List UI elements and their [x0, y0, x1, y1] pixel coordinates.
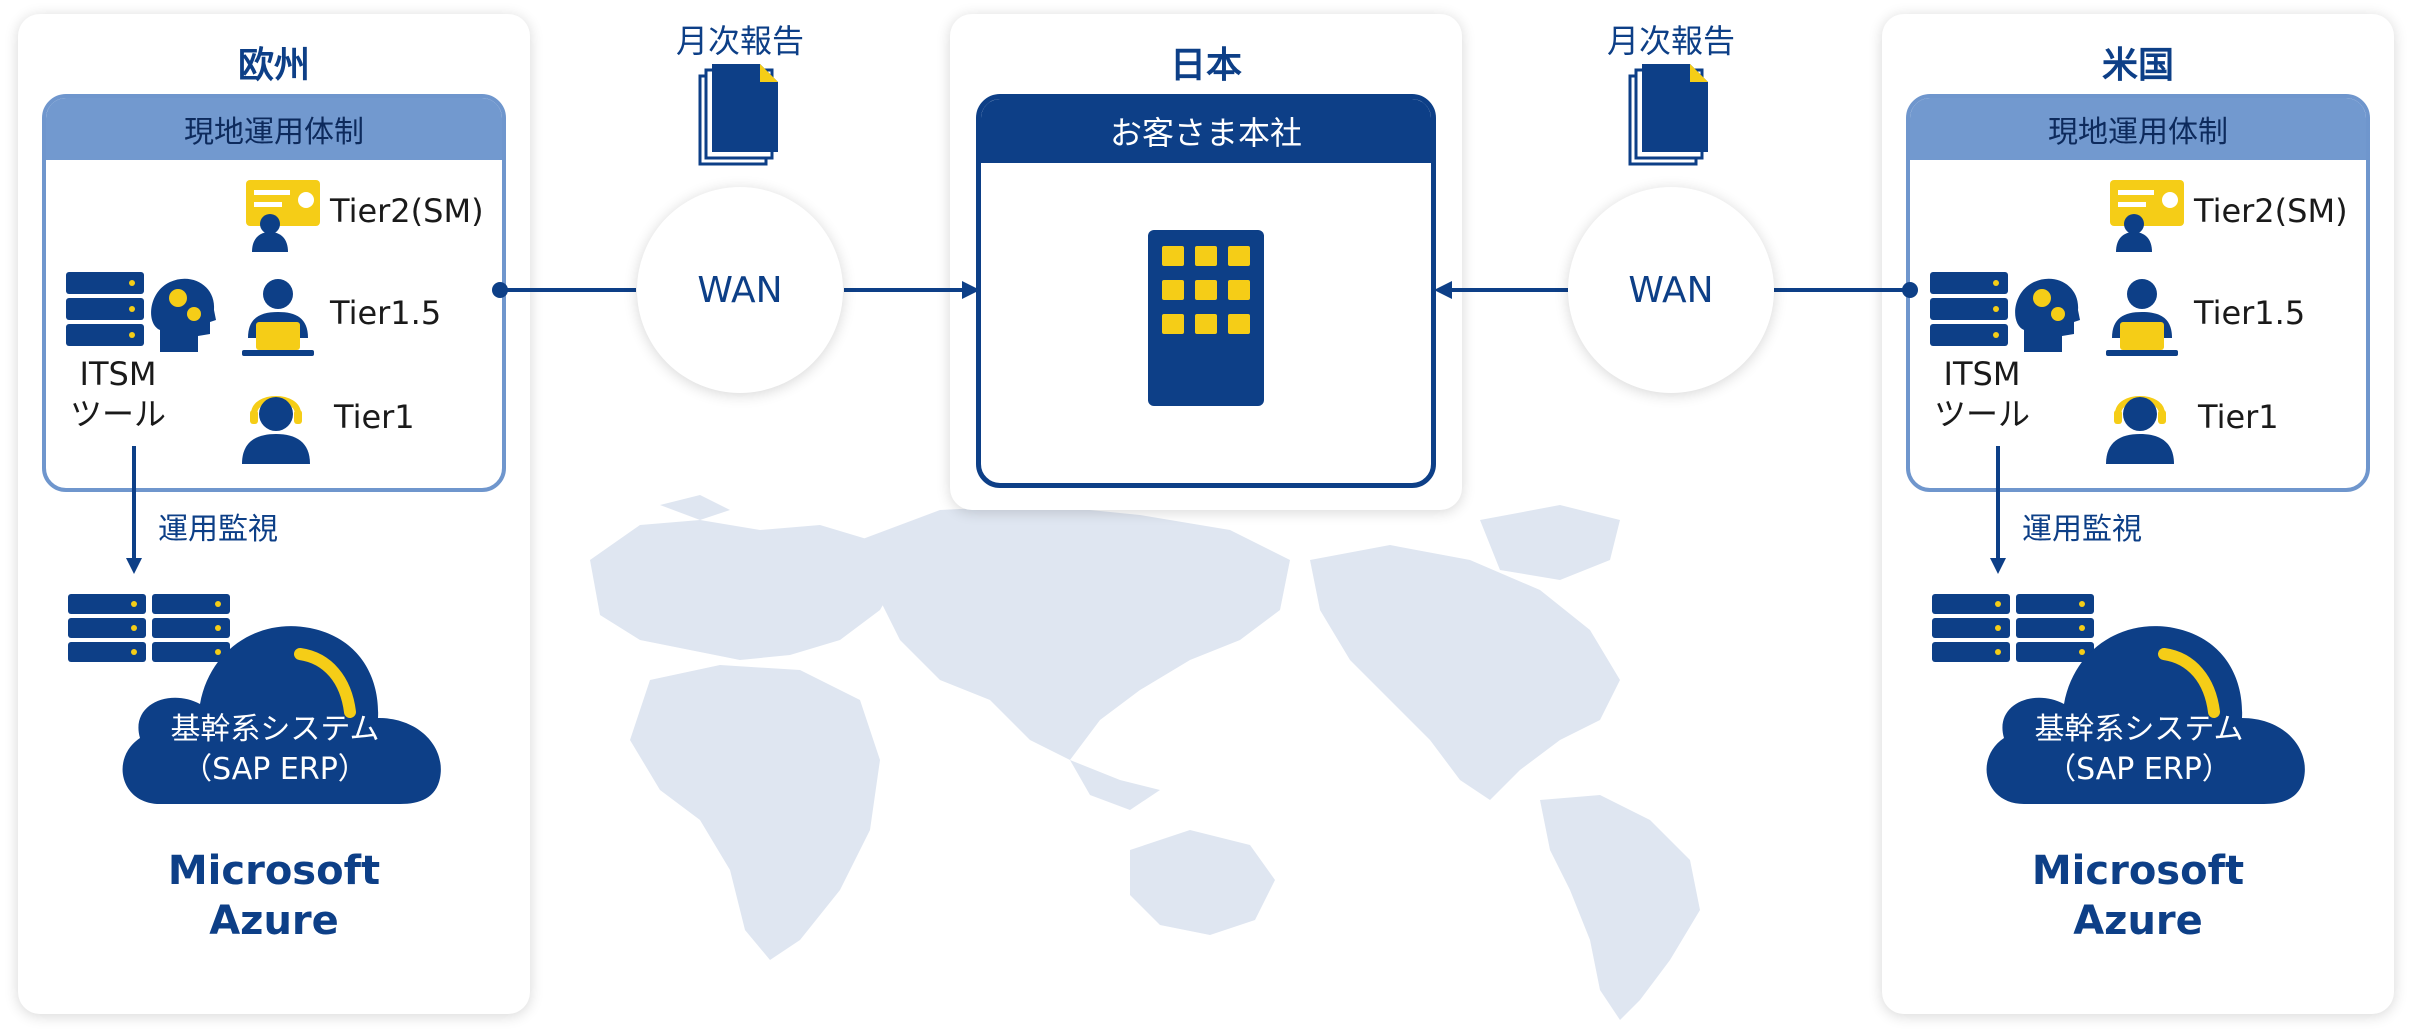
- office-building-icon: [1148, 230, 1264, 406]
- head-gears-icon: [1930, 272, 2080, 352]
- system-label: 基幹系システム （SAP ERP）: [2034, 712, 2244, 787]
- tier-label: Tier1.5: [2194, 294, 2306, 332]
- monitor-label: 運用監視: [2022, 512, 2142, 547]
- presenter-icon: [2110, 180, 2184, 252]
- monitor-label: 運用監視: [158, 512, 278, 547]
- tier-label: Tier2(SM): [2194, 192, 2348, 230]
- itsm-label: ITSM ツール: [1933, 355, 2030, 433]
- wan-node-left: WAN: [637, 187, 843, 393]
- monthly-report-label-right: 月次報告: [1606, 22, 1735, 60]
- region-title-usa: 米国: [2101, 45, 2174, 86]
- region-title-japan: 日本: [1169, 45, 1242, 86]
- monitor-arrow: [126, 446, 142, 574]
- cloud-gauge-icon: [122, 626, 441, 804]
- laptop-user-icon: [2106, 279, 2178, 356]
- laptop-user-icon: [242, 279, 314, 356]
- document-stack-icon: [698, 64, 778, 166]
- local-operations-header: 現地運用体制: [46, 98, 502, 160]
- monitor-arrow: [1990, 446, 2006, 574]
- wan-node-right: WAN: [1568, 187, 1774, 393]
- presenter-icon: [246, 180, 320, 252]
- head-gears-icon: [66, 272, 216, 352]
- headset-operator-icon: [242, 396, 310, 464]
- tier-label: Tier1: [2198, 398, 2279, 436]
- server-rack-icon: [68, 594, 230, 662]
- cloud-gauge-icon: [1986, 626, 2305, 804]
- system-label: 基幹系システム （SAP ERP）: [170, 712, 380, 787]
- europe-panel: 欧州 現地運用体制 ITSM ツール Tier2(SM) Tier1.5: [18, 14, 530, 1014]
- tier-label: Tier1: [334, 398, 415, 436]
- japan-panel: 日本 お客さま本社: [950, 14, 1462, 510]
- headquarters-header: お客さま本社: [981, 99, 1431, 163]
- cloud-provider-label: Microsoft Azure: [2031, 848, 2245, 944]
- server-rack-icon: [1932, 594, 2094, 662]
- document-stack-icon: [1628, 64, 1708, 166]
- monthly-report-label-left: 月次報告: [675, 22, 804, 60]
- cloud-provider-label: Microsoft Azure: [167, 848, 381, 944]
- itsm-label: ITSM ツール: [69, 355, 166, 433]
- headset-operator-icon: [2106, 396, 2174, 464]
- region-title-europe: 欧州: [237, 45, 310, 86]
- tier-label: Tier1.5: [330, 294, 442, 332]
- usa-panel: 米国 現地運用体制 ITSM ツール Tier2(SM) Tier1.5: [1882, 14, 2394, 1014]
- tier-label: Tier2(SM): [330, 192, 484, 230]
- local-operations-header: 現地運用体制: [1910, 98, 2366, 160]
